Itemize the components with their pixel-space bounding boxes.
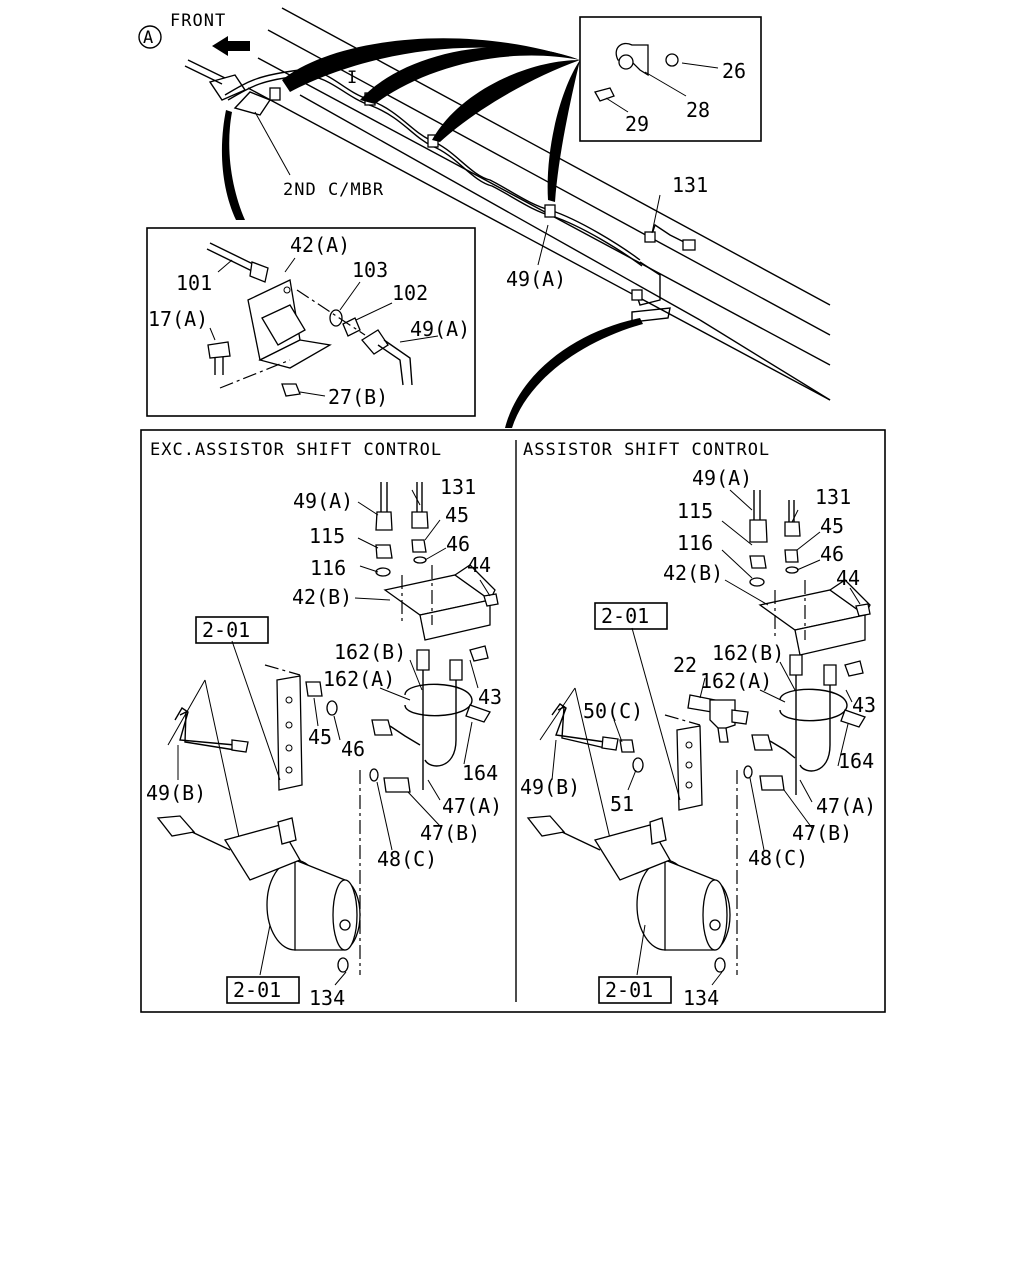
callout-fan-panel: [505, 318, 643, 428]
label-42a: 42(A): [290, 233, 350, 257]
exc-label-45-top: 45: [445, 503, 469, 527]
exc-label-116: 116: [310, 556, 346, 580]
label-29: 29: [625, 112, 649, 136]
exc-ref-lower: 2-01: [233, 978, 281, 1002]
exc-label-49b: 49(B): [146, 781, 206, 805]
asc-label-44: 44: [836, 566, 860, 590]
label-49a-detail: 49(A): [410, 317, 470, 341]
asc-label-47a: 47(A): [816, 794, 876, 818]
exc-label-49a: 49(A): [293, 489, 353, 513]
asc-ref-lower: 2-01: [605, 978, 653, 1002]
label-27b: 27(B): [328, 385, 388, 409]
asc-label-116: 116: [677, 531, 713, 555]
asc-ref-box-lower: [598, 976, 672, 1004]
exc-label-115: 115: [309, 524, 345, 548]
lower-panel-frame: [140, 429, 886, 1013]
asc-ref-upper: 2-01: [601, 604, 649, 628]
label-103: 103: [352, 258, 388, 282]
exc-panel-title: EXC.ASSISTOR SHIFT CONTROL: [150, 440, 442, 460]
asc-label-162b: 162(B): [712, 641, 784, 665]
asc-label-48c: 48(C): [748, 846, 808, 870]
asc-label-134: 134: [683, 986, 719, 1010]
clip-detail-box: [579, 16, 762, 142]
asc-label-47b: 47(B): [792, 821, 852, 845]
asc-label-42b: 42(B): [663, 561, 723, 585]
callout-fan-bracket: [221, 110, 245, 220]
exc-label-45: 45: [308, 725, 332, 749]
label-101: 101: [176, 271, 212, 295]
exc-label-46: 46: [341, 737, 365, 761]
crossmember-label: 2ND C/MBR: [283, 180, 384, 200]
asc-label-46-top: 46: [820, 542, 844, 566]
exc-panel-drawing: [156, 482, 499, 986]
label-102: 102: [392, 281, 428, 305]
exc-label-47a: 47(A): [442, 794, 502, 818]
asc-label-51: 51: [610, 792, 634, 816]
exc-label-134: 134: [309, 986, 345, 1010]
asc-label-164: 164: [838, 749, 874, 773]
exc-label-42b: 42(B): [292, 585, 352, 609]
exc-label-46-top: 46: [446, 532, 470, 556]
exc-ref-box-upper: [195, 616, 269, 644]
exc-label-43: 43: [478, 685, 502, 709]
exc-ref-box-lower: [226, 976, 300, 1004]
exc-label-48c: 48(C): [377, 847, 437, 871]
asc-label-49a: 49(A): [692, 466, 752, 490]
reference-circle-marker: [138, 25, 162, 49]
exc-label-47b: 47(B): [420, 821, 480, 845]
label-17a: 17(A): [148, 307, 208, 331]
asc-label-115: 115: [677, 499, 713, 523]
bracket-detail-box: [146, 227, 476, 417]
exc-label-162a: 162(A): [323, 667, 395, 691]
asc-label-131: 131: [815, 485, 851, 509]
asc-panel-drawing: [526, 489, 871, 986]
exc-label-44: 44: [467, 553, 491, 577]
front-direction-label: FRONT: [170, 11, 226, 31]
callout-fan-clip: [282, 38, 580, 92]
asc-label-49b: 49(B): [520, 775, 580, 799]
exc-label-162b: 162(B): [334, 640, 406, 664]
asc-label-43: 43: [852, 693, 876, 717]
roman-numeral-label: I: [347, 68, 358, 88]
asc-label-45-top: 45: [820, 514, 844, 538]
exc-ref-upper: 2-01: [202, 618, 250, 642]
asc-ref-box-upper: [594, 602, 668, 630]
circle-marker-letter: A: [143, 28, 154, 48]
label-26: 26: [722, 59, 746, 83]
asc-label-22: 22: [673, 653, 697, 677]
exc-label-164: 164: [462, 761, 498, 785]
asc-label-162a: 162(A): [700, 669, 772, 693]
label-49a-top: 49(A): [506, 267, 566, 291]
asc-panel-title: ASSISTOR SHIFT CONTROL: [523, 440, 770, 460]
exc-label-131: 131: [440, 475, 476, 499]
label-131-top: 131: [672, 173, 708, 197]
asc-label-50c: 50(C): [583, 699, 643, 723]
label-28: 28: [686, 98, 710, 122]
